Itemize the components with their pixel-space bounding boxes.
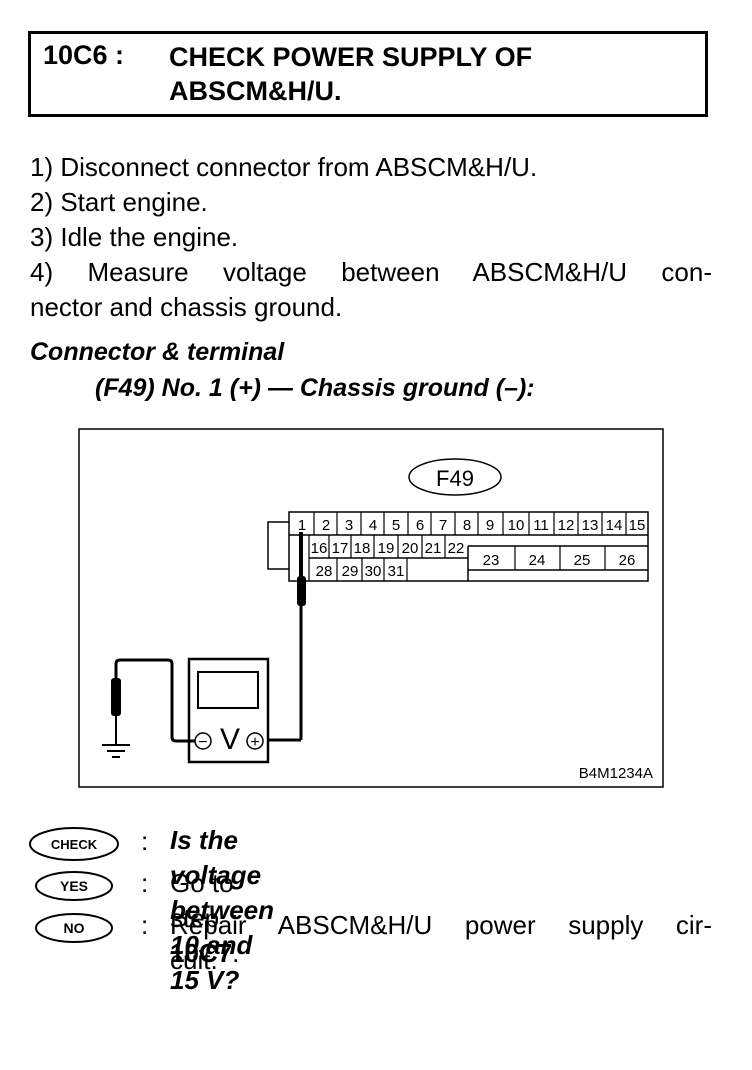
row2-terminals: 16 17 18 19 20 21 22 <box>308 535 465 581</box>
terminal-23: 23 <box>483 552 500 569</box>
connector-terminal-heading: Connector & terminal <box>30 338 285 366</box>
terminal-26: 26 <box>619 552 636 569</box>
terminal-5: 5 <box>392 517 400 534</box>
positive-symbol: + <box>250 734 259 751</box>
step-title-box: 10C6 : CHECK POWER SUPPLY OF ABSCM&H/U. <box>28 31 708 117</box>
terminal-12: 12 <box>558 517 575 534</box>
wiring-diagram: F49 1 2 3 4 <box>78 428 664 788</box>
connector-body <box>267 511 649 582</box>
positive-jack <box>246 732 264 750</box>
terminal-10: 10 <box>508 517 525 534</box>
terminal-18: 18 <box>354 540 371 557</box>
row1-terminals: 1 2 3 4 5 6 7 8 9 10 11 12 13 14 15 <box>298 512 646 535</box>
terminal-20: 20 <box>402 540 419 557</box>
terminal-7: 7 <box>439 517 447 534</box>
terminal-1: 1 <box>298 517 306 534</box>
terminal-29: 29 <box>342 563 359 580</box>
figure-frame <box>78 428 664 788</box>
yes-answer-prefix: Go to step <box>170 868 234 933</box>
terminal-30: 30 <box>365 563 382 580</box>
terminal-17: 17 <box>332 540 349 557</box>
negative-lead <box>111 658 195 744</box>
terminal-24: 24 <box>529 552 546 569</box>
terminal-9: 9 <box>486 517 494 534</box>
terminal-3: 3 <box>345 517 353 534</box>
terminal-15: 15 <box>629 517 646 534</box>
terminal-31: 31 <box>388 563 405 580</box>
yes-answer-step-link[interactable]: 10C7 <box>170 938 233 968</box>
terminal-14: 14 <box>606 517 623 534</box>
check-badge: CHECK <box>28 826 120 862</box>
yes-answer: Go to step 10C7. <box>170 866 239 971</box>
connector-label-oval <box>408 458 502 496</box>
procedure-steps: 1) Disconnect connector from ABSCM&H/U. … <box>30 150 712 325</box>
yes-badge: YES <box>34 869 114 905</box>
check-question: Is the voltage between 10 and 15 V? <box>170 825 275 995</box>
connector-label: F49 <box>436 466 474 491</box>
yes-answer-suffix: . <box>232 938 240 968</box>
no-answer: Repair ABSCM&H/U power supply cir- cuit. <box>170 908 712 978</box>
terminal-6: 6 <box>416 517 424 534</box>
no-badge: NO <box>34 911 114 947</box>
step-title: CHECK POWER SUPPLY OF ABSCM&H/U. <box>169 40 532 108</box>
terminal-2: 2 <box>322 517 330 534</box>
yes-badge-label: YES <box>60 878 88 894</box>
check-badge-label: CHECK <box>51 837 98 852</box>
terminal-11: 11 <box>533 517 549 534</box>
no-colon: : <box>141 910 149 940</box>
step-title-line-1: CHECK POWER SUPPLY OF <box>169 42 533 72</box>
no-answer-line-2: cuit. <box>170 945 218 975</box>
voltmeter-symbol: V <box>220 723 240 756</box>
procedure-step-2: 2) Start engine. <box>30 187 208 217</box>
terminal-4: 4 <box>369 517 377 534</box>
terminal-21: 21 <box>425 540 442 557</box>
terminal-16: 16 <box>311 540 328 557</box>
terminal-13: 13 <box>582 517 599 534</box>
procedure-step-1: 1) Disconnect connector from ABSCM&H/U. <box>30 152 538 182</box>
step-code: 10C6 : <box>43 40 125 70</box>
terminal-25: 25 <box>574 552 591 569</box>
negative-symbol: − <box>198 734 207 751</box>
terminal-19: 19 <box>378 540 395 557</box>
step-title-line-2: ABSCM&H/U. <box>169 76 342 106</box>
figure-code: B4M1234A <box>579 765 653 782</box>
row2-right-terminals: 23 24 25 26 <box>483 546 636 570</box>
connector-terminal-spec: (F49) No. 1 (+) — Chassis ground (–): <box>95 374 535 402</box>
check-colon: : <box>141 826 149 856</box>
procedure-step-3: 3) Idle the engine. <box>30 222 239 252</box>
no-badge-label: NO <box>64 920 85 936</box>
procedure-step-4-continued: nector and chassis ground. <box>30 292 343 322</box>
terminal-8: 8 <box>463 517 471 534</box>
terminal-22: 22 <box>448 540 465 557</box>
row3-terminals: 28 29 30 31 <box>316 558 408 581</box>
yes-colon: : <box>141 868 149 898</box>
no-answer-line-1: Repair ABSCM&H/U power supply cir- <box>170 910 712 940</box>
ground-icon <box>102 744 130 758</box>
terminal-28: 28 <box>316 563 333 580</box>
procedure-step-4: 4) Measure voltage between ABSCM&H/U con… <box>30 257 712 287</box>
voltmeter: V − + <box>187 657 270 764</box>
